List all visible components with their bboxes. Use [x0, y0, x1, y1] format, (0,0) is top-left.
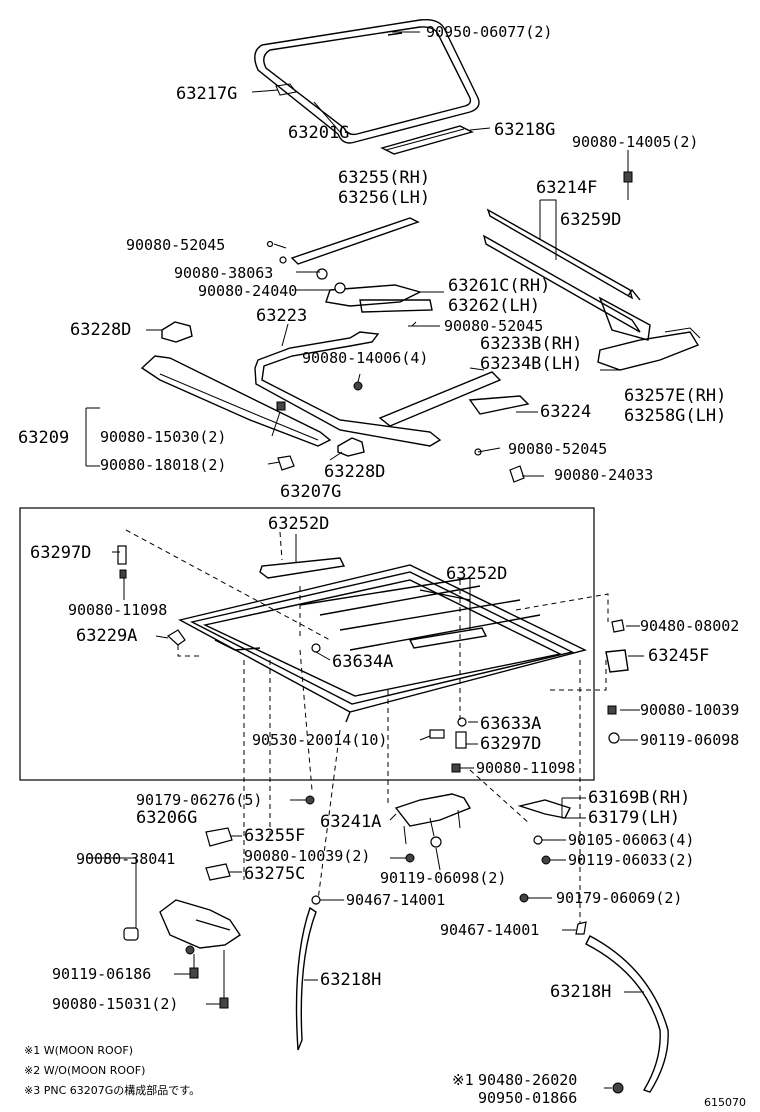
label-63207G: 63207G [280, 482, 341, 502]
label-63217G: 63217G [176, 84, 237, 104]
label-63169B-rh: 63169B(RH) [588, 788, 690, 808]
label-90080-24033: 90080-24033 [554, 466, 653, 484]
label-63214F: 63214F [536, 178, 597, 198]
label-90080-38063: 90080-38063 [174, 264, 273, 282]
note-w-moon-roof: ※1 W(MOON ROOF) [24, 1044, 133, 1057]
frame-dashed-leaders [125, 529, 609, 930]
label-90080-10039-a: 90080-10039 [640, 701, 739, 719]
label-90080-14006: 90080-14006(4) [302, 349, 428, 367]
label-90467-14001-a: 90467-14001 [346, 891, 445, 909]
label-63255F: 63255F [244, 826, 305, 846]
label-leader-lines [85, 31, 644, 1089]
label-63245F: 63245F [648, 646, 709, 666]
label-63241A: 63241A [320, 812, 381, 832]
label-63261C-rh: 63261C(RH) [448, 276, 550, 296]
note-mark-1: ※1 [452, 1071, 474, 1089]
label-63179-lh: 63179(LH) [588, 808, 680, 828]
label-90119-06186: 90119-06186 [52, 965, 151, 983]
label-63257E-rh: 63257E(RH) [624, 386, 726, 406]
label-90080-11098-a: 90080-11098 [68, 601, 167, 619]
label-63252D-a: 63252D [268, 514, 329, 534]
label-90179-06276: 90179-06276(5) [136, 791, 262, 809]
label-63228D-a: 63228D [70, 320, 131, 340]
label-63262-lh: 63262(LH) [448, 296, 540, 316]
label-63297D-b: 63297D [480, 734, 541, 754]
label-90179-06069: 90179-06069(2) [556, 889, 682, 907]
label-63233B-rh: 63233B(RH) [480, 334, 582, 354]
label-90119-06098-b: 90119-06098(2) [380, 869, 506, 887]
label-90480-26020: 90480-26020 [478, 1071, 577, 1089]
label-63633A: 63633A [480, 714, 541, 734]
label-90080-38041: 90080-38041 [76, 850, 175, 868]
label-90480-08002: 90480-08002 [640, 617, 739, 635]
glass-panel-drawing [254, 19, 480, 155]
label-90950-01866: 90950-01866 [478, 1089, 577, 1107]
label-90105-06063: 90105-06063(4) [568, 831, 694, 849]
label-63209: 63209 [18, 428, 69, 448]
label-63297D-a: 63297D [30, 543, 91, 563]
label-63201G: 63201G [288, 123, 349, 143]
note-wo-moon-roof: ※2 W/O(MOON ROOF) [24, 1064, 145, 1077]
label-63255-rh: 63255(RH) [338, 168, 430, 188]
label-90080-18018: 90080-18018(2) [100, 456, 226, 474]
label-63256-lh: 63256(LH) [338, 188, 430, 208]
lower-parts-drawing [123, 793, 669, 1094]
label-63218H-a: 63218H [320, 970, 381, 990]
label-63218G: 63218G [494, 120, 555, 140]
label-63224: 63224 [540, 402, 591, 422]
label-63206G: 63206G [136, 808, 197, 828]
upper-rails-drawing [140, 171, 701, 483]
label-90080-15030: 90080-15030(2) [100, 428, 226, 446]
label-63229A: 63229A [76, 626, 137, 646]
label-90080-14005: 90080-14005(2) [572, 133, 698, 151]
label-63223: 63223 [256, 306, 307, 326]
label-63634A: 63634A [332, 652, 393, 672]
label-90119-06098-a: 90119-06098 [640, 731, 739, 749]
note-pnc-component: ※3 PNC 63207Gの構成部品です。 [24, 1083, 200, 1097]
part-number-labels: 90950-06077(2) 63217G 63201G 63218G 9008… [18, 23, 739, 1013]
label-63218H-b: 63218H [550, 982, 611, 1002]
label-63259D: 63259D [560, 210, 621, 230]
diagram-reference-number: 615070 [704, 1096, 746, 1109]
label-90080-52045-b: 90080-52045 [444, 317, 543, 335]
label-63258G-lh: 63258G(LH) [624, 406, 726, 426]
label-90080-11098-b: 90080-11098 [476, 759, 575, 777]
label-90080-15031: 90080-15031(2) [52, 995, 178, 1013]
label-90119-06033: 90119-06033(2) [568, 851, 694, 869]
label-63234B-lh: 63234B(LH) [480, 354, 582, 374]
label-63275C: 63275C [244, 864, 305, 884]
label-90950-06077: 90950-06077(2) [426, 23, 552, 41]
label-63252D-b: 63252D [446, 564, 507, 584]
label-90080-52045-a: 90080-52045 [126, 236, 225, 254]
label-90080-24040: 90080-24040 [198, 282, 297, 300]
label-90080-10039-b: 90080-10039(2) [244, 847, 370, 865]
sunroof-frame-inset-box [19, 507, 595, 781]
label-90467-14001-b: 90467-14001 [440, 921, 539, 939]
label-63228D-b: 63228D [324, 462, 385, 482]
label-90080-52045-c: 90080-52045 [508, 440, 607, 458]
label-90530-20014: 90530-20014(10) [252, 731, 387, 749]
footnotes: ※1 W(MOON ROOF) ※2 W/O(MOON ROOF) ※3 PNC… [24, 1044, 746, 1109]
